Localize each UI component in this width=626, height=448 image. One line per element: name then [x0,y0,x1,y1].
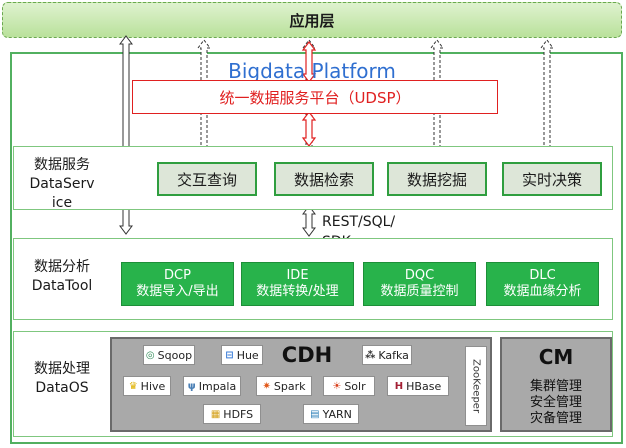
yarn-icon: ▤ [310,408,320,420]
dashed-arrow-4 [540,39,554,161]
cm-item-cluster: 集群管理 [529,378,582,394]
solr-chip: ☀ Solr [323,376,375,396]
data-os-label-en: DataOS [35,380,89,396]
service-interactive-query: 交互查询 [157,162,257,196]
connector-label-line-1: REST/SQL/ [322,214,396,230]
data-tool-label-en: DataTool [31,278,93,294]
cdh-title: CDH [281,343,333,367]
yarn-chip: ▤ YARN [303,404,359,424]
udsp-label: 统一数据服务平台（UDSP） [219,88,411,107]
data-service-label-en-1: DataServ [29,176,95,192]
cm-title: CM [538,345,574,369]
hive-icon: ♛ [128,380,138,392]
data-service-label-cn: 数据服务 [34,157,90,173]
hue-icon: ⊟ [225,349,234,361]
solr-icon: ☀ [332,380,342,392]
component-label: Solr [344,379,366,393]
service-item-label: 数据挖掘 [406,170,467,189]
hbase-chip: H HBase [387,376,449,396]
kafka-icon: ⁂ [365,349,376,361]
platform-title: Bigdata Platform [228,59,396,83]
cm-item-disaster-recovery: 灾备管理 [529,410,582,426]
component-label: Impala [198,379,237,393]
data-tool-label-cn: 数据分析 [34,259,90,275]
hue-chip: ⊟ Hue [221,345,263,365]
application-layer-label: 应用层 [289,11,335,30]
hbase-icon: H [394,380,404,392]
tool-code: DQC [404,268,435,283]
application-layer-bar: 应用层 [2,2,622,38]
tool-code: DLC [529,268,556,283]
udsp-red-arrow-top [301,41,317,83]
component-label: Hive [140,379,166,393]
data-service-label: 数据服务 DataServ ice [16,156,108,214]
tool-desc: 数据血缘分析 [503,284,582,299]
tool-desc: 数据转换/处理 [256,284,339,299]
udsp-box: 统一数据服务平台（UDSP） [132,80,498,114]
service-item-label: 数据检索 [293,170,354,189]
component-label: Spark [273,379,306,393]
component-label: HBase [406,379,442,393]
tool-code: IDE [286,268,309,283]
tool-dlc: DLC 数据血缘分析 [486,262,599,306]
hive-chip: ♛ Hive [123,376,171,396]
udsp-red-arrow-bottom [301,111,317,147]
service-item-label: 实时决策 [521,170,582,189]
tool-ide: IDE 数据转换/处理 [241,262,354,306]
service-tool-arrow [302,205,316,237]
zookeeper-chip: ZooKeeper [465,346,487,426]
service-realtime-decision: 实时决策 [502,162,602,196]
hdfs-chip: ▦ HDFS [203,404,261,424]
cm-item-security: 安全管理 [529,394,582,410]
impala-icon: ψ [187,380,196,392]
spark-chip: ✷ Spark [256,376,312,396]
cm-panel [500,337,612,432]
kafka-chip: ⁂ Kafka [362,345,412,365]
tool-dcp: DCP 数据导入/导出 [121,262,234,306]
service-data-mining: 数据挖掘 [387,162,487,196]
tool-code: DCP [164,268,191,283]
platform-frame [10,52,623,444]
spark-icon: ✷ [262,380,271,392]
zookeeper-label: ZooKeeper [470,358,482,414]
component-label: Kafka [378,348,409,362]
impala-chip: ψ Impala [183,376,241,396]
tool-desc: 数据质量控制 [380,284,459,299]
data-os-label-cn: 数据处理 [34,361,90,377]
service-data-retrieval: 数据检索 [274,162,374,196]
component-label: Sqoop [157,348,193,362]
component-label: YARN [322,407,352,421]
sqoop-icon: ◎ [145,349,155,361]
hdfs-icon: ▦ [210,408,221,420]
component-label: HDFS [223,407,254,421]
data-os-label: 数据处理 DataOS [16,360,108,404]
tool-desc: 数据导入/导出 [136,284,219,299]
tool-dqc: DQC 数据质量控制 [363,262,476,306]
component-label: Hue [236,348,259,362]
sqoop-chip: ◎ Sqoop [143,345,195,365]
data-service-label-en-2: ice [51,195,73,211]
service-item-label: 交互查询 [176,170,237,189]
data-tool-label: 数据分析 DataTool [16,258,108,302]
